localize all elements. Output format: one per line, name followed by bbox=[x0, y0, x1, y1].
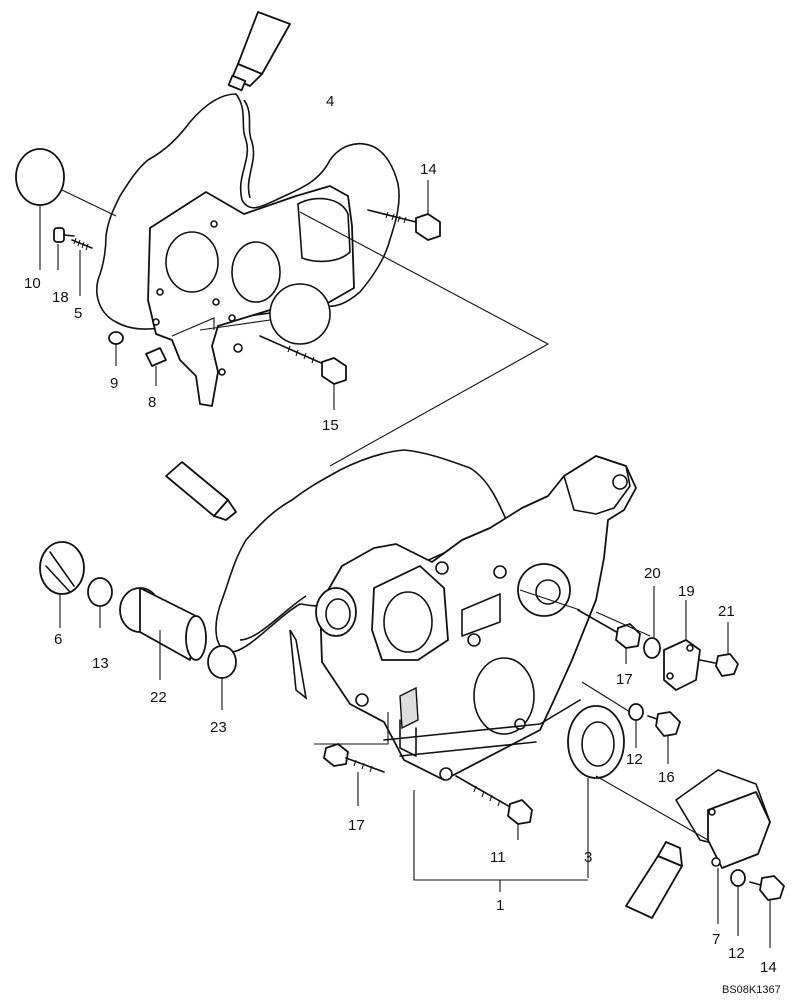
bolt-21 bbox=[699, 622, 739, 677]
ring-9 bbox=[108, 331, 124, 345]
callout-9: 9 bbox=[110, 375, 118, 392]
callout-8: 8 bbox=[148, 394, 156, 411]
front-case-1 bbox=[319, 455, 637, 781]
front-gasket bbox=[215, 449, 510, 653]
oil-seal-3 bbox=[567, 705, 625, 779]
washer-12-upper bbox=[628, 703, 644, 721]
callout-4: 4 bbox=[326, 93, 334, 110]
bolt-14-lower bbox=[749, 875, 785, 948]
callout-5: 5 bbox=[74, 305, 82, 322]
sealant-tube-middle bbox=[165, 461, 237, 521]
callout-18: 18 bbox=[52, 289, 69, 306]
pin-8 bbox=[145, 347, 167, 367]
bolt-17-right bbox=[577, 609, 641, 664]
cover-7 bbox=[674, 769, 771, 869]
o-ring-23 bbox=[207, 645, 237, 679]
bolt-16 bbox=[647, 711, 681, 764]
bolt-18 bbox=[53, 227, 75, 243]
callout-16: 16 bbox=[658, 769, 675, 786]
o-ring-10 bbox=[15, 148, 65, 206]
callout-11: 11 bbox=[490, 849, 506, 866]
bolt-17-left bbox=[323, 743, 385, 806]
sealant-tube-top bbox=[227, 11, 291, 92]
washer-12-lower bbox=[730, 869, 746, 887]
drawing-code: BS08K1367 bbox=[722, 984, 781, 996]
callout-23: 23 bbox=[210, 719, 227, 736]
bolt-11 bbox=[455, 775, 533, 840]
callout-3: 3 bbox=[584, 849, 592, 866]
o-ring-20 bbox=[643, 637, 661, 659]
filler-tube-22 bbox=[119, 587, 207, 680]
callout-13: 13 bbox=[92, 655, 109, 672]
callout-17-right: 17 bbox=[616, 671, 633, 688]
timing-plate bbox=[147, 185, 355, 407]
callout-15: 15 bbox=[322, 417, 339, 434]
callout-1: 1 bbox=[496, 897, 504, 914]
cover-19 bbox=[663, 639, 701, 691]
oil-cap-6 bbox=[39, 541, 85, 595]
callout-22: 22 bbox=[150, 689, 167, 706]
gasket-plate-4 bbox=[96, 93, 400, 330]
callout-20: 20 bbox=[644, 565, 661, 582]
callout-14-upper: 14 bbox=[420, 161, 437, 178]
o-ring-13 bbox=[87, 577, 113, 607]
callout-14-lower: 14 bbox=[760, 959, 777, 976]
stud-5 bbox=[71, 237, 93, 251]
sealant-tube-bottom bbox=[625, 841, 683, 919]
callout-19: 19 bbox=[678, 583, 695, 600]
bolt-14-upper bbox=[367, 180, 441, 241]
callout-6: 6 bbox=[54, 631, 62, 648]
callout-10: 10 bbox=[24, 275, 41, 292]
callout-21: 21 bbox=[718, 603, 735, 620]
callout-12-upper: 12 bbox=[626, 751, 643, 768]
callout-12-lower: 12 bbox=[728, 945, 745, 962]
callout-17-left: 17 bbox=[348, 817, 365, 834]
bolt-15 bbox=[259, 335, 347, 410]
callout-7: 7 bbox=[712, 931, 720, 948]
